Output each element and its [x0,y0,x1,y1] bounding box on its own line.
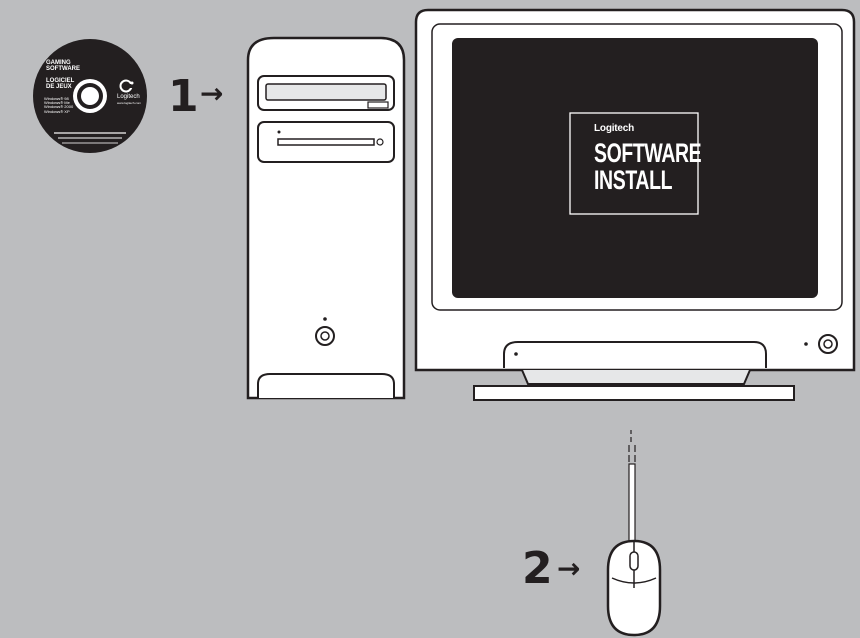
screen-title-line: INSTALL [594,167,701,194]
cd-os-list: Windows® 98 Windows® Me Windows® 2000 Wi… [44,97,73,114]
cd-title-line: DE JEUX [46,84,80,90]
step-2-number: 2 [522,547,553,591]
mouse [604,538,664,638]
cd-title: GAMING SOFTWARE LOGICIEL DE JEUX [46,60,80,90]
step-2-arrow: → [557,555,580,583]
cd-url: www.logitech.com [117,102,141,105]
mouse-cable [626,428,642,548]
screen-title-line: SOFTWARE [594,140,701,167]
cd-title-line: SOFTWARE [46,66,80,72]
cd-brand: Logitech [117,94,140,100]
cd-os-item: Windows® XP [44,110,73,114]
computer-tower [244,32,408,400]
screen-brand: Logitech [594,123,634,134]
logitech-logo-icon [119,79,135,93]
step-1-arrow: → [200,80,223,108]
monitor [408,4,860,404]
step-1-number: 1 [168,75,199,119]
screen-title: SOFTWARE INSTALL [594,140,701,194]
